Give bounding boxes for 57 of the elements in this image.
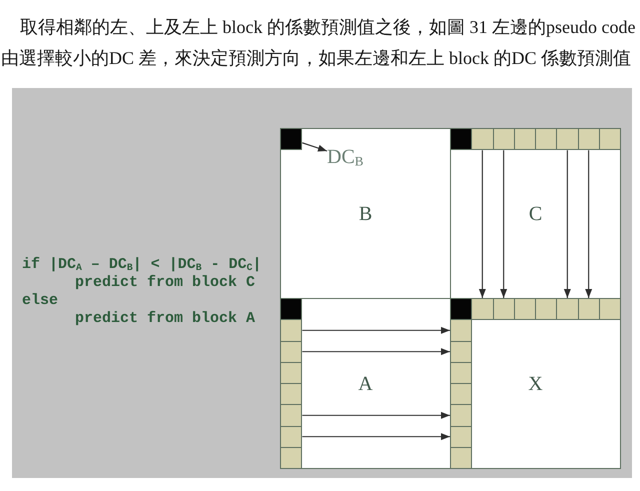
grid-cell: [280, 340, 302, 363]
code-line: if |DC$_{A}$ – DC$_{B}$| < |DC$_{B}$ - DC$_{C}$|: [22, 256, 262, 274]
pixel-block: [280, 298, 451, 469]
corner-cell: [280, 128, 302, 150]
leader-arrow: [302, 142, 328, 152]
block-label: C: [528, 202, 542, 226]
pixel-block: [450, 128, 621, 299]
grid-cell: [280, 426, 302, 448]
pixel-block: [450, 298, 621, 469]
code-line: else: [22, 292, 58, 310]
grid-cell: [280, 362, 302, 384]
block-label: X: [528, 372, 543, 396]
grid-cell: [450, 446, 472, 469]
code-line: predict from block A: [75, 310, 256, 328]
code-line: predict from block C: [75, 274, 256, 292]
text-line: 由選擇較小的DC 差，來決定預測方向，如果左邊和左上 block 的DC 係數預測值: [1, 47, 631, 69]
dc-label: DC$_{B}$: [327, 146, 364, 168]
grid-cell: [535, 128, 558, 150]
corner-cell: [280, 298, 302, 320]
block-label: B: [358, 202, 372, 226]
grid-cell: [578, 128, 600, 150]
grid-cell: [492, 298, 515, 320]
grid-cell: [535, 298, 558, 320]
grid-cell: [450, 340, 472, 363]
arrow: [302, 348, 450, 356]
grid-cell: [556, 128, 578, 150]
grid-cell: [450, 319, 472, 342]
arrow: [302, 326, 450, 334]
grid-cell: [598, 298, 621, 320]
arrow: [302, 412, 450, 419]
arrow: [478, 150, 486, 298]
grid-cell: [578, 298, 600, 320]
grid-cell: [471, 128, 494, 150]
arrow: [585, 150, 592, 298]
grid-cell: [280, 319, 302, 342]
corner-cell: [450, 128, 472, 150]
grid-cell: [514, 128, 536, 150]
arrow: [500, 150, 508, 298]
grid-cell: [471, 298, 494, 320]
grid-cell: [556, 298, 578, 320]
arrow: [564, 150, 571, 298]
block-label: A: [358, 372, 373, 396]
grid-cell: [450, 362, 472, 384]
grid-cell: [492, 128, 515, 150]
text-line: 取得相鄰的左、上及左上 block 的係數預測值之後，如圖 31 左邊的pseudo code: [20, 16, 636, 38]
corner-cell: [450, 298, 472, 320]
grid-cell: [598, 128, 621, 150]
grid-cell: [280, 446, 302, 469]
figure-panel: [12, 88, 632, 478]
grid-cell: [280, 383, 302, 406]
arrow: [302, 433, 450, 440]
grid-cell: [514, 298, 536, 320]
grid-cell: [280, 404, 302, 426]
grid-cell: [450, 383, 472, 406]
grid-cell: [450, 426, 472, 448]
pixel-block: [280, 128, 451, 299]
grid-cell: [450, 404, 472, 426]
